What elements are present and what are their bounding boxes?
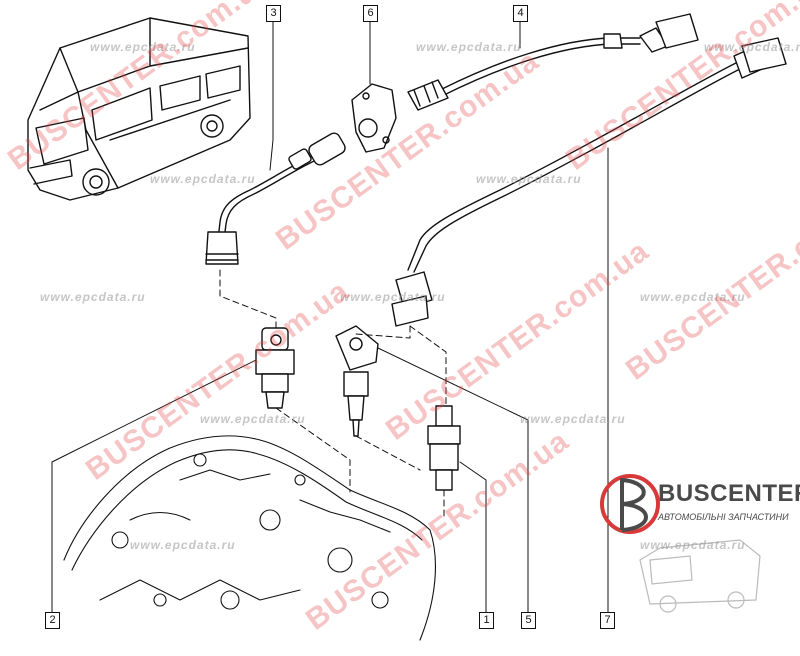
dashed-connectors [219, 269, 447, 521]
callout-4: 4 [513, 5, 528, 22]
callout-6: 6 [363, 5, 378, 22]
sensor-2 [255, 327, 295, 409]
callout-5: 5 [521, 612, 536, 629]
buscenter-logo: BUSCENTER АВТОМОБІЛЬНІ ЗАПЧАСТИНИ [598, 460, 800, 650]
watermark-epcdata: www.epcdata.ru [520, 412, 626, 426]
watermark-epcdata: www.epcdata.ru [416, 40, 522, 54]
van-illustration [27, 17, 251, 201]
watermark-epcdata: www.epcdata.ru [640, 290, 746, 304]
sensor-cable-7 [391, 37, 787, 327]
watermark-epcdata: www.epcdata.ru [130, 538, 236, 552]
callout-2: 2 [45, 612, 60, 629]
logo-mark [600, 474, 761, 613]
gearbox-housing [63, 435, 437, 641]
sensor-5 [427, 405, 461, 491]
callout-7: 7 [600, 612, 615, 629]
leader-lines [51, 19, 609, 613]
callout-1: 1 [479, 612, 494, 629]
watermark-epcdata: www.epcdata.ru [150, 172, 256, 186]
watermark-epcdata: www.epcdata.ru [704, 40, 800, 54]
sensor-1 [335, 325, 379, 437]
watermark-epcdata: www.epcdata.ru [200, 412, 306, 426]
callout-3: 3 [266, 5, 281, 22]
sensor-cable-3 [205, 132, 346, 265]
logo-subtitle: АВТОМОБІЛЬНІ ЗАПЧАСТИНИ [658, 512, 789, 522]
watermark-epcdata: www.epcdata.ru [476, 172, 582, 186]
sensor-cable-4 [407, 13, 699, 111]
watermark-epcdata: www.epcdata.ru [640, 538, 746, 552]
watermark-epcdata: www.epcdata.ru [340, 290, 446, 304]
gasket-6 [351, 83, 397, 153]
logo-name: BUSCENTER [658, 480, 800, 507]
watermark-epcdata: www.epcdata.ru [90, 40, 196, 54]
watermark-epcdata: www.epcdata.ru [40, 290, 146, 304]
